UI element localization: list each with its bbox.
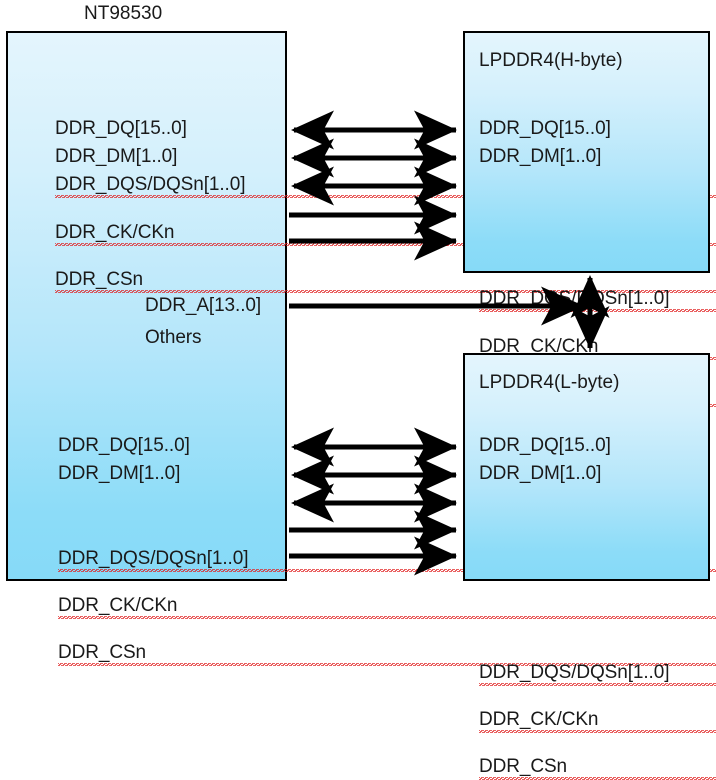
soc-signal-ck-bottom: DDR_CK/CKn — [58, 596, 716, 619]
lpddr4-h-signal-dqs: DDR_DQS/DQSn[1..0] — [479, 289, 716, 312]
lpddr4-l-signal-csn: DDR_CSn — [479, 757, 716, 780]
block-nt98530[interactable] — [6, 31, 287, 581]
soc-signal-ck-top: DDR_CK/CKn — [55, 223, 716, 246]
soc-signal-dm-bottom: DDR_DM[1..0] — [58, 463, 181, 484]
diagram-canvas: NT98530 DDR_DQ[15..0] DDR_DM[1..0] DDR_D… — [6, 3, 716, 780]
soc-title-label: NT98530 — [84, 3, 163, 24]
lpddr4-l-title-label: LPDDR4(L-byte) — [479, 372, 620, 393]
lpddr4-l-signal-dq: DDR_DQ[15..0] — [479, 435, 611, 456]
block-lpddr4-h-byte[interactable] — [463, 31, 710, 273]
block-lpddr4-l-byte[interactable] — [463, 353, 710, 581]
soc-signal-dq-bottom: DDR_DQ[15..0] — [58, 435, 190, 456]
soc-signal-others: Others — [145, 327, 202, 348]
lpddr4-h-signal-dq: DDR_DQ[15..0] — [479, 118, 611, 139]
lpddr4-l-signal-dqs: DDR_DQS/DQSn[1..0] — [479, 663, 716, 686]
bus-bottom-lbyte — [289, 427, 458, 576]
soc-signal-dqs-bottom: DDR_DQS/DQSn[1..0] — [58, 549, 716, 572]
lpddr4-l-signal-dm: DDR_DM[1..0] — [479, 463, 602, 484]
soc-signal-csn-bottom: DDR_CSn — [58, 643, 716, 666]
soc-signal-csn-top: DDR_CSn — [55, 270, 716, 293]
soc-signal-dm-top: DDR_DM[1..0] — [55, 146, 178, 167]
soc-signal-dq-top: DDR_DQ[15..0] — [55, 118, 187, 139]
lpddr4-h-signal-dm: DDR_DM[1..0] — [479, 146, 602, 167]
soc-signal-addr: DDR_A[13..0] — [145, 295, 262, 316]
lpddr4-h-title-label: LPDDR4(H-byte) — [479, 50, 623, 71]
lpddr4-l-signal-ck: DDR_CK/CKn — [479, 710, 716, 733]
